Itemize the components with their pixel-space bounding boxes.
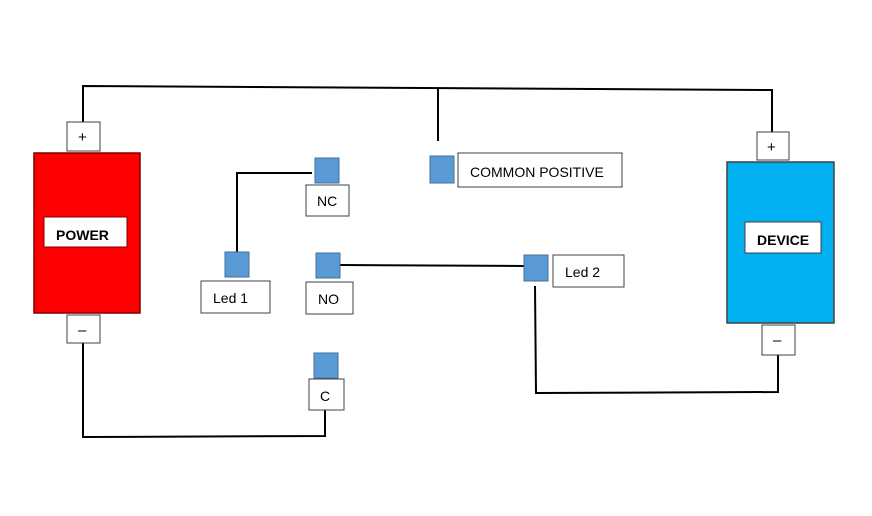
wire-no-to-led2 bbox=[339, 264, 525, 267]
wires bbox=[82, 84, 779, 439]
power-label-box bbox=[43, 216, 128, 248]
no-label-box bbox=[305, 281, 354, 315]
no-label: NO bbox=[318, 291, 339, 307]
device-minus-terminal bbox=[761, 324, 796, 356]
no-pin bbox=[315, 252, 341, 279]
device-minus-sign: – bbox=[773, 332, 782, 349]
power-minus-sign: – bbox=[78, 322, 87, 339]
device-label-box bbox=[744, 221, 822, 254]
c-label: C bbox=[320, 388, 330, 404]
c-pin bbox=[313, 352, 339, 379]
device-plus-sign: + bbox=[767, 139, 776, 156]
device-plus-terminal bbox=[756, 131, 790, 161]
wire-led2-to-device-negative bbox=[534, 285, 779, 395]
device-label: DEVICE bbox=[757, 232, 809, 248]
wire-top-positive bbox=[82, 84, 773, 132]
wire-power-negative-to-c bbox=[82, 343, 326, 439]
led2-label: Led 2 bbox=[565, 264, 600, 280]
common-positive-label-box bbox=[457, 152, 623, 188]
device: DEVICE + – bbox=[726, 131, 835, 356]
led1-pin bbox=[224, 251, 250, 278]
common-positive-pin bbox=[429, 155, 455, 184]
power-supply: POWER + – bbox=[33, 121, 141, 344]
common-positive-label: COMMON POSITIVE bbox=[470, 164, 604, 180]
led2-label-box bbox=[552, 254, 625, 288]
power-plus-sign: + bbox=[78, 129, 87, 146]
led2-pin bbox=[523, 254, 549, 282]
c-label-box bbox=[308, 378, 345, 411]
relay-terminals: NC NO C COMMON POSITIVE bbox=[305, 152, 623, 411]
power-plus-terminal bbox=[66, 121, 101, 152]
nc-label-box bbox=[305, 184, 350, 217]
nc-label: NC bbox=[317, 193, 337, 209]
led1-label: Led 1 bbox=[213, 290, 248, 306]
leds: Led 1 Led 2 bbox=[200, 251, 625, 314]
wire-led1-to-nc bbox=[236, 172, 312, 252]
nc-pin bbox=[314, 157, 340, 184]
led1-label-box bbox=[200, 280, 271, 314]
power-label: POWER bbox=[56, 227, 109, 243]
power-minus-terminal bbox=[66, 314, 101, 344]
